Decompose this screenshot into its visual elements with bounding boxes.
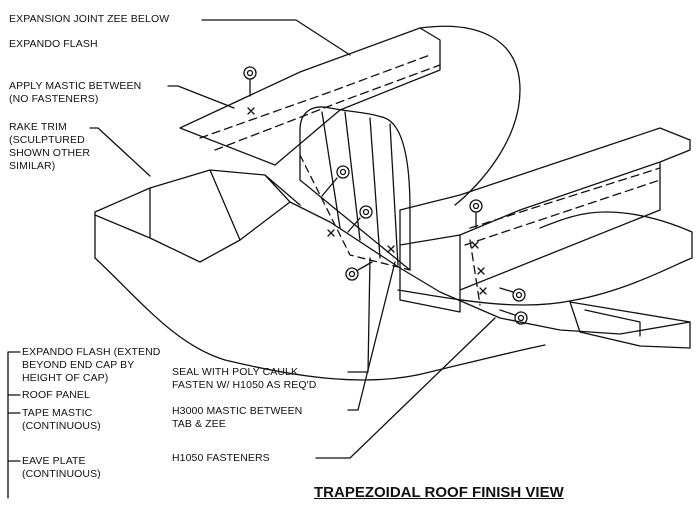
cross-marks: [247, 107, 487, 295]
leader-h1050: [315, 317, 496, 459]
end-cap-dashed: [299, 154, 411, 271]
leader-expando-flash: [7, 351, 21, 499]
label-h1050-fasteners: H1050 FASTENERS: [172, 452, 270, 464]
label-tape-mastic: TAPE MASTIC (CONTINUOUS): [22, 407, 101, 432]
label-roof-panel: ROOF PANEL: [22, 389, 90, 401]
end-cap-dome: [419, 25, 521, 206]
fastener-5: [469, 199, 483, 229]
roof-panel-right-sweep: [397, 211, 693, 306]
eave-plate: [569, 301, 691, 349]
label-seal-poly-caulk: SEAL WITH POLY CAULK FASTEN W/ H1050 AS …: [172, 366, 317, 391]
fastener-3: [347, 205, 373, 233]
drawing-title: TRAPEZOIDAL ROOF FINISH VIEW: [314, 484, 564, 501]
label-expando-flash: EXPANDO FLASH: [9, 38, 98, 50]
label-expansion-joint-zee: EXPANSION JOINT ZEE BELOW: [9, 13, 170, 25]
roof-panel-outline: [94, 201, 691, 335]
leader-apply-mastic: [167, 85, 235, 109]
fastener-4: [345, 261, 373, 281]
expando-flash-dashed: [199, 54, 441, 151]
label-h3000-mastic: H3000 MASTIC BETWEEN TAB & ZEE: [172, 405, 303, 430]
label-apply-mastic: APPLY MASTIC BETWEEN (NO FASTENERS): [9, 80, 142, 105]
fastener-1: [243, 66, 257, 97]
right-rib-box: [399, 127, 691, 313]
label-rake-trim: RAKE TRIM (SCULPTURED SHOWN OTHER SIMILA…: [9, 121, 91, 172]
leader-h3000: [347, 261, 396, 411]
label-expando-flash-extend: EXPANDO FLASH (EXTEND BEYOND END CAP BY …: [22, 346, 161, 384]
fastener-7: [499, 309, 528, 325]
fastener-2: [321, 165, 350, 197]
expando-flash-panel: [179, 27, 441, 166]
leader-expansion-joint: [201, 19, 351, 56]
rake-trim: [94, 169, 301, 259]
right-rib-dashed: [464, 167, 661, 306]
end-cap-ribs: [321, 111, 399, 266]
leader-rake-trim: [89, 127, 151, 177]
fastener-6: [499, 287, 526, 302]
label-eave-plate: EAVE PLATE (CONTINUOUS): [22, 455, 101, 480]
leader-seal-caulk: [347, 257, 371, 373]
roof-panel-lower-edge: [94, 257, 546, 381]
end-cap-face: [299, 106, 411, 271]
